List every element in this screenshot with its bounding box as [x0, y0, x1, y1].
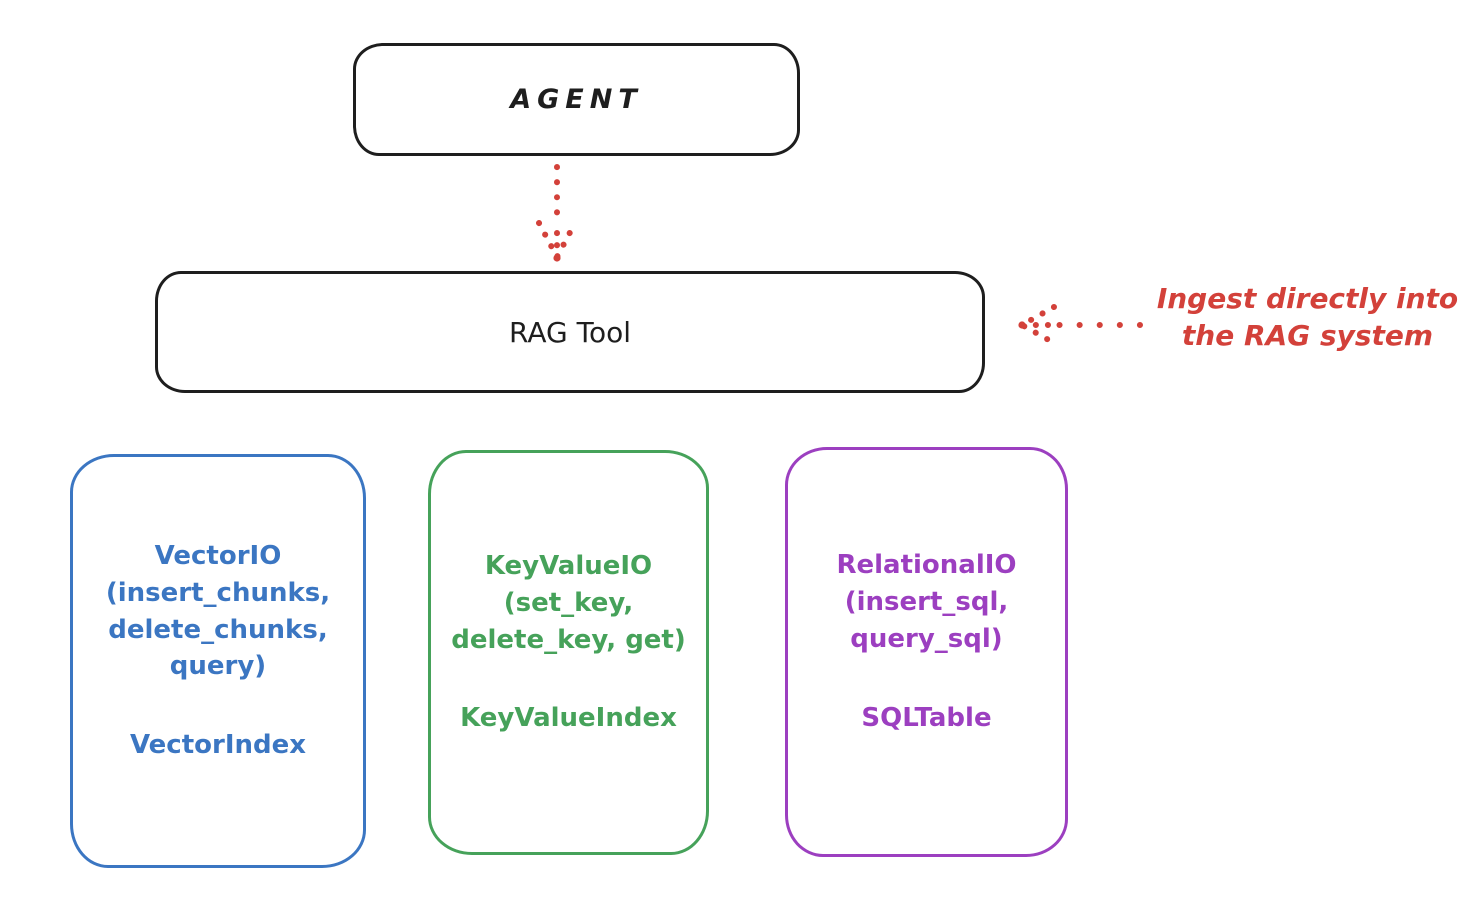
relational-backend-node: RelationalIO (insert_sql, query_sql) SQL… — [785, 447, 1068, 857]
rag-tool-node: RAG Tool — [155, 271, 985, 393]
vector-backend-content: VectorIO (insert_chunks, delete_chunks, … — [106, 538, 330, 765]
agent-label: AGENT — [510, 84, 643, 115]
relational-backend-content: RelationalIO (insert_sql, query_sql) SQL… — [836, 547, 1016, 737]
rag-tool-label: RAG Tool — [509, 315, 631, 349]
keyvalue-index-label: KeyValueIndex — [460, 703, 677, 734]
vector-index-label: VectorIndex — [129, 730, 307, 761]
keyvalue-io-label: KeyValueIO (set_key, delete_key, get) — [451, 550, 686, 655]
vector-io-label: VectorIO (insert_chunks, delete_chunks, … — [105, 540, 331, 682]
relational-io-label: RelationalIO (insert_sql, query_sql) — [836, 550, 1017, 654]
dotted-arrow-down-icon — [536, 164, 578, 262]
ingest-annotation: Ingest directly into the RAG system — [1156, 282, 1459, 352]
vector-backend-node: VectorIO (insert_chunks, delete_chunks, … — [70, 454, 366, 868]
keyvalue-backend-content: KeyValueIO (set_key, delete_key, get) Ke… — [451, 548, 686, 738]
agent-node: AGENT — [353, 43, 800, 156]
keyvalue-backend-node: KeyValueIO (set_key, delete_key, get) Ke… — [428, 450, 709, 855]
dotted-arrow-left-icon — [1018, 304, 1143, 346]
relational-index-label: SQLTable — [861, 702, 992, 733]
